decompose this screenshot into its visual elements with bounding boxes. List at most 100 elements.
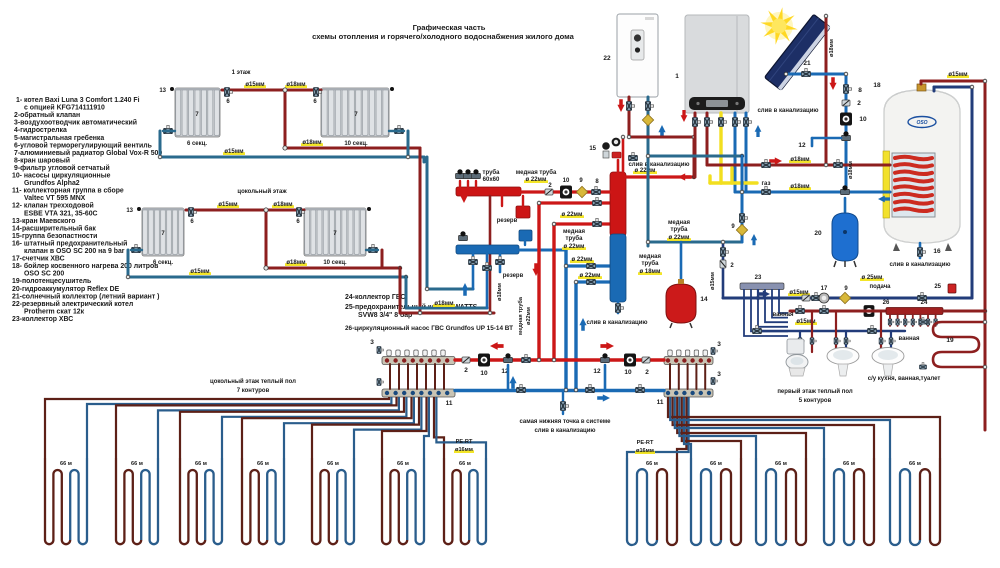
svg-text:12: 12 <box>501 368 509 375</box>
svg-text:ø 18мм: ø 18мм <box>640 269 661 275</box>
svg-text:ø18мм: ø18мм <box>286 82 306 88</box>
svg-text:ванная: ванная <box>772 312 794 318</box>
svg-text:газ: газ <box>762 181 771 187</box>
svg-text:9: 9 <box>844 286 848 292</box>
svg-text:PE-RT: PE-RT <box>637 440 654 446</box>
svg-text:13: 13 <box>126 208 133 214</box>
svg-text:слив в канализацию: слив в канализацию <box>628 162 689 168</box>
svg-text:2: 2 <box>730 263 734 269</box>
svg-text:ø18мм: ø18мм <box>286 260 306 266</box>
svg-text:труба: труба <box>483 169 501 176</box>
svg-text:клапан в OSO SC 200 на 9 bar: клапан в OSO SC 200 на 9 bar <box>24 248 125 255</box>
svg-text:Protherm скат 12к: Protherm скат 12к <box>24 308 85 315</box>
svg-text:ø15мм: ø15мм <box>224 149 244 155</box>
svg-text:2: 2 <box>645 369 649 376</box>
svg-text:ø 22мм: ø 22мм <box>635 168 656 174</box>
svg-text:ø15мм: ø15мм <box>190 269 210 275</box>
svg-text:14: 14 <box>700 296 708 303</box>
svg-text:66 м: 66 м <box>646 461 658 467</box>
svg-text:с опцией KFG714111910: с опцией KFG714111910 <box>24 104 105 112</box>
svg-text:7: 7 <box>354 112 358 118</box>
svg-text:60х60: 60х60 <box>483 177 500 183</box>
svg-text:медная труба: медная труба <box>517 296 524 335</box>
svg-text:2: 2 <box>548 183 552 189</box>
svg-text:ESBE VTA 321, 35-60C: ESBE VTA 321, 35-60C <box>24 210 98 217</box>
svg-text:Графическая часть: Графическая часть <box>413 23 486 32</box>
svg-text:9: 9 <box>731 224 735 230</box>
svg-text:66 м: 66 м <box>459 461 471 467</box>
svg-text:ø22мм: ø22мм <box>526 307 532 325</box>
svg-text:13: 13 <box>159 88 166 94</box>
svg-text:слив в канализацию: слив в канализацию <box>757 108 818 114</box>
svg-text:19: 19 <box>946 337 954 344</box>
svg-text:схемы отопления и горячего/хо: схемы отопления и горячего/холодного вод… <box>312 32 575 41</box>
svg-text:6-угловой терморегулирующий ве: 6-угловой терморегулирующий вентиль <box>14 141 152 149</box>
svg-text:66 м: 66 м <box>131 461 143 467</box>
svg-text:ø18мм: ø18мм <box>434 301 454 307</box>
svg-text:22-резервный электрический кот: 22-резервный электрический котел <box>12 300 133 308</box>
svg-text:цокольный этаж: цокольный этаж <box>237 188 287 195</box>
svg-text:11: 11 <box>657 399 664 406</box>
svg-text:ø15мм: ø15мм <box>796 319 816 325</box>
svg-text:23: 23 <box>755 275 762 281</box>
svg-text:ø18мм: ø18мм <box>790 184 810 190</box>
svg-text:резерв: резерв <box>503 273 524 279</box>
svg-text:6 секц.: 6 секц. <box>187 141 207 147</box>
svg-text:13-кран Маевского: 13-кран Маевского <box>12 218 75 225</box>
svg-text:66 м: 66 м <box>775 461 787 467</box>
svg-text:15: 15 <box>589 146 596 152</box>
svg-text:5-магистральная гребенка: 5-магистральная гребенка <box>14 134 104 142</box>
svg-text:66 м: 66 м <box>257 461 269 467</box>
svg-text:10 секц.: 10 секц. <box>323 260 347 266</box>
svg-text:подача: подача <box>869 284 891 290</box>
svg-text:7: 7 <box>333 231 337 237</box>
svg-text:2-обратный клапан: 2-обратный клапан <box>14 111 80 119</box>
svg-text:21-солнечный коллектор (летни: 21-солнечный коллектор (летний вариант ) <box>12 292 159 300</box>
svg-text:ø15мм: ø15мм <box>789 290 809 296</box>
svg-text:ø 22мм: ø 22мм <box>669 235 690 241</box>
svg-text:6: 6 <box>226 99 230 105</box>
svg-text:цокольный этаж теплый пол: цокольный этаж теплый пол <box>210 378 296 385</box>
svg-text:ø 22мм: ø 22мм <box>526 177 547 183</box>
svg-text:ø 22мм: ø 22мм <box>580 273 601 279</box>
svg-text:ø18мм: ø18мм <box>497 283 503 301</box>
svg-text:PE-RT: PE-RT <box>456 439 473 445</box>
svg-text:ø15мм: ø15мм <box>948 72 968 78</box>
svg-text:SVW8 3/4" 8 бар: SVW8 3/4" 8 бар <box>358 311 412 319</box>
svg-text:17-счетчик ХВС: 17-счетчик ХВС <box>12 256 65 263</box>
svg-text:23-коллектор ХВС: 23-коллектор ХВС <box>12 316 73 323</box>
svg-text:труба: труба <box>671 226 689 233</box>
svg-text:24-коллектор ГВС: 24-коллектор ГВС <box>345 294 406 301</box>
svg-text:14-расширительный бак: 14-расширительный бак <box>12 224 96 232</box>
svg-text:7 контуров: 7 контуров <box>237 388 270 394</box>
svg-text:12: 12 <box>798 142 806 149</box>
svg-text:самая нижняя точка в системе: самая нижняя точка в системе <box>519 419 611 425</box>
svg-text:26-циркуляционный насос ГВС: 26-циркуляционный насос ГВС Grundfos UP … <box>345 324 513 332</box>
svg-text:6: 6 <box>190 219 194 225</box>
svg-text:66 м: 66 м <box>843 461 855 467</box>
svg-text:ванная: ванная <box>898 336 920 342</box>
svg-text:3: 3 <box>370 339 374 346</box>
svg-text:1- котел Baxi Luna 3 Comfort: 1- котел Baxi Luna 3 Comfort 1.240 Fi <box>16 97 140 104</box>
svg-text:2: 2 <box>464 367 468 374</box>
svg-text:ø18мм: ø18мм <box>848 161 854 179</box>
svg-text:OSO: OSO <box>916 120 927 126</box>
svg-text:11- коллекторная группа в сбор: 11- коллекторная группа в сборе <box>12 187 124 195</box>
svg-text:6: 6 <box>313 99 317 105</box>
svg-text:16- штатный предохранительный: 16- штатный предохранительный <box>12 240 127 248</box>
svg-text:15-группа безопастности: 15-группа безопастности <box>12 232 97 240</box>
svg-text:медная: медная <box>563 229 586 235</box>
svg-text:66 м: 66 м <box>909 461 921 467</box>
svg-text:ø16мм: ø16мм <box>455 447 473 453</box>
svg-text:ø15мм: ø15мм <box>218 202 238 208</box>
svg-text:66 м: 66 м <box>60 461 72 467</box>
svg-text:ø 25мм: ø 25мм <box>862 275 883 281</box>
svg-text:труба: труба <box>642 260 660 267</box>
svg-text:20: 20 <box>814 230 822 237</box>
svg-text:ø16мм: ø16мм <box>636 448 654 454</box>
svg-text:11: 11 <box>446 400 453 407</box>
svg-text:2: 2 <box>857 100 861 107</box>
svg-text:16: 16 <box>933 248 941 255</box>
svg-text:10: 10 <box>859 116 867 123</box>
svg-text:ø18мм: ø18мм <box>273 202 293 208</box>
